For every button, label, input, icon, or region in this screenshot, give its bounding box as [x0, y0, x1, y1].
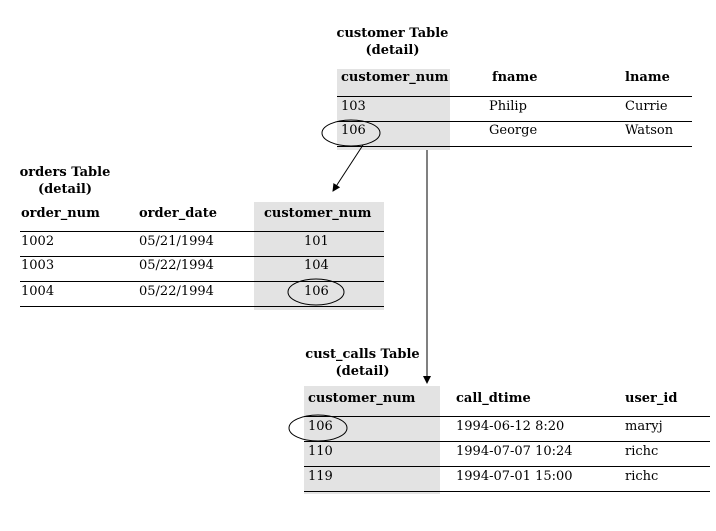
cust-calls-cell: 1994-06-12 8:20 — [456, 419, 565, 434]
orders-cell: 106 — [304, 284, 329, 299]
orders-row-rule — [20, 281, 384, 282]
cust-calls-cell: 1994-07-07 10:24 — [456, 444, 573, 459]
customer-to-orders-arrow — [332, 144, 364, 192]
cust-calls-row-rule — [304, 441, 710, 442]
cust-calls-cell: richc — [625, 444, 659, 459]
cust-calls-row-rule — [304, 466, 710, 467]
orders-table-title: orders Table (detail) — [10, 164, 120, 198]
orders-cell: 101 — [304, 234, 329, 249]
orders-header-order-date: order_date — [139, 206, 218, 221]
customer-cell: Philip — [489, 99, 527, 114]
customer-cell: 103 — [341, 99, 366, 114]
orders-header-rule — [20, 231, 384, 232]
cust-calls-cell: 119 — [308, 469, 333, 484]
cust-calls-106-highlight-ellipse — [288, 414, 348, 442]
cust-calls-header-user-id: user_id — [625, 391, 678, 406]
orders-row-rule — [20, 306, 384, 307]
cust-calls-header-customer-num: customer_num — [308, 391, 416, 406]
customer-header-fname: fname — [492, 70, 538, 85]
orders-header-order-num: order_num — [21, 206, 100, 221]
cust-calls-cell: richc — [625, 469, 659, 484]
cust-calls-cell: 110 — [308, 444, 333, 459]
cust-calls-cell: 1994-07-01 15:00 — [456, 469, 573, 484]
cust-calls-row-rule — [304, 491, 710, 492]
customer-cell: George — [489, 123, 538, 138]
orders-table-title-line1: orders Table — [19, 165, 111, 180]
orders-cell: 1004 — [21, 284, 55, 299]
orders-106-highlight-ellipse — [287, 278, 345, 306]
customer-cell: 106 — [341, 123, 366, 138]
orders-cell: 104 — [304, 258, 329, 273]
orders-cell: 05/22/1994 — [139, 258, 214, 273]
orders-cell: 05/22/1994 — [139, 284, 214, 299]
cust-calls-table-title: cust_calls Table (detail) — [300, 346, 425, 380]
orders-header-customer-num: customer_num — [264, 206, 372, 221]
orders-cell: 1002 — [21, 234, 55, 249]
customer-cell: Currie — [625, 99, 668, 114]
customer-table-title: customer Table (detail) — [330, 25, 455, 59]
customer-header-rule — [337, 96, 692, 97]
orders-row-rule — [20, 256, 384, 257]
cust-calls-cell: 106 — [308, 419, 333, 434]
customer-row-rule — [337, 146, 692, 147]
cust-calls-header-call-dtime: call_dtime — [456, 391, 531, 406]
customer-106-highlight-ellipse — [321, 119, 381, 147]
orders-cell: 05/21/1994 — [139, 234, 214, 249]
customer-header-lname: lname — [625, 70, 670, 85]
customer-table-title-line2: (detail) — [365, 43, 420, 58]
customer-row-rule — [337, 121, 692, 122]
customer-header-customer-num: customer_num — [341, 70, 449, 85]
customer-table-title-line1: customer Table — [336, 26, 449, 41]
orders-cell: 1003 — [21, 258, 55, 273]
cust-calls-table-title-line2: (detail) — [335, 364, 390, 379]
cust-calls-cell: maryj — [625, 419, 663, 434]
cust-calls-table-title-line1: cust_calls Table — [305, 347, 420, 362]
cust-calls-header-rule — [304, 416, 710, 417]
customer-num-column-shade — [337, 69, 450, 150]
orders-table-title-line2: (detail) — [38, 182, 92, 197]
customer-cell: Watson — [625, 123, 674, 138]
